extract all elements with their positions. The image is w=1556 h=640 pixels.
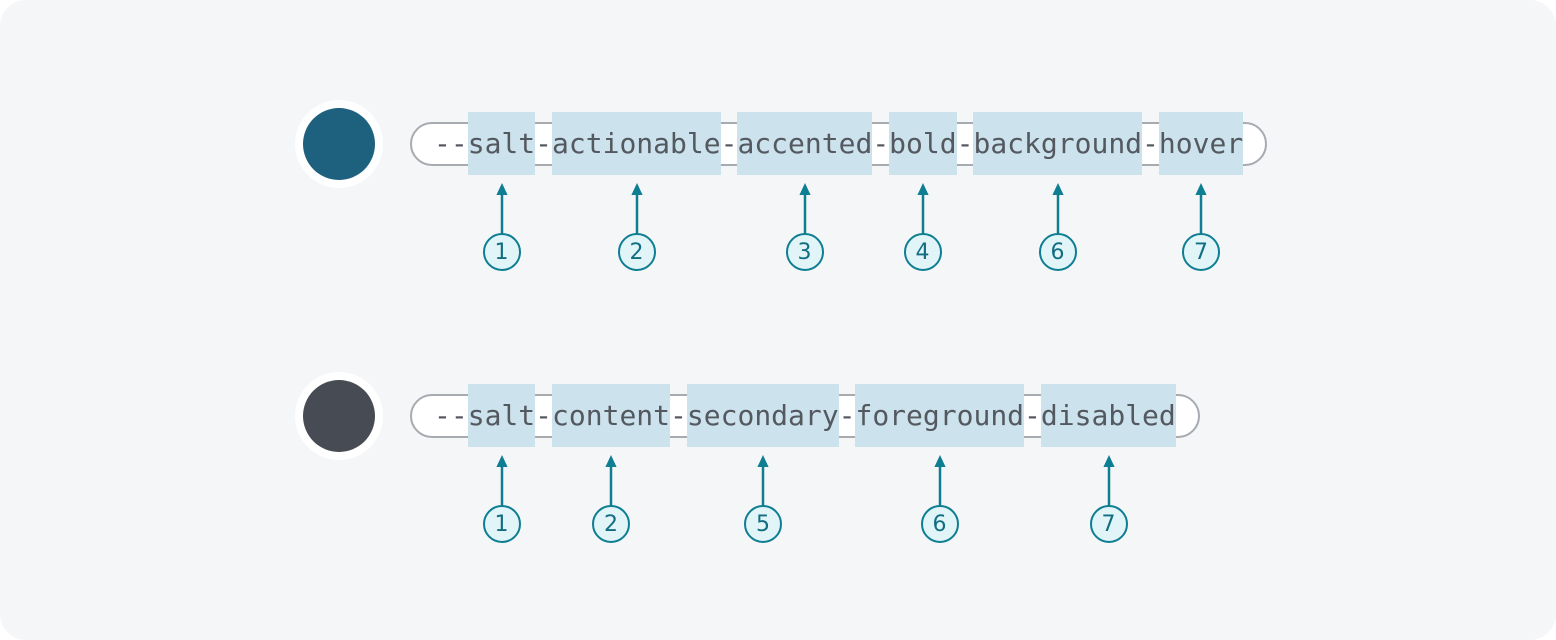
arrow-up-icon	[1051, 183, 1064, 234]
segment-number-badge: 6	[1038, 233, 1077, 271]
color-swatch	[295, 100, 383, 188]
color-swatch-fill	[303, 380, 375, 452]
segment-pointer: 7	[1089, 455, 1128, 543]
arrow-up-icon	[1102, 455, 1115, 506]
token-separator: -	[670, 399, 687, 432]
segment-pointer: 3	[785, 183, 824, 271]
segment-number-badge: 4	[903, 233, 942, 271]
segment-number-badge: 6	[920, 505, 959, 543]
token-pill-area: --salt-content-secondary-foreground-disa…	[410, 384, 1200, 543]
segment-pointer: 2	[592, 455, 630, 543]
token-separator: -	[956, 127, 974, 160]
segment-number-badge: 7	[1182, 233, 1220, 271]
token-segment-highlight: bold	[889, 112, 957, 175]
segment-pointer: 7	[1182, 183, 1220, 271]
color-swatch	[295, 372, 383, 460]
token-pill: --salt-content-secondary-foreground-disa…	[410, 384, 1200, 447]
token-separator: --	[434, 399, 468, 432]
segment-number-badge: 1	[482, 233, 521, 271]
arrow-up-icon	[798, 183, 811, 234]
segment-number-badge: 3	[785, 233, 824, 271]
color-swatch-fill	[303, 108, 375, 180]
token-segment-highlight: salt	[467, 112, 536, 175]
token-segment-highlight: disabled	[1040, 384, 1176, 447]
arrow-up-icon	[630, 183, 643, 234]
token-separator: -	[838, 399, 856, 432]
token-segment-highlight: content	[552, 384, 671, 447]
arrow-up-icon	[605, 455, 617, 506]
arrow-up-icon	[495, 455, 508, 506]
token-separator: --	[434, 127, 468, 160]
token-segment-highlight: hover	[1158, 112, 1244, 175]
segment-pointer: 6	[920, 455, 959, 543]
segment-number-badge: 2	[592, 505, 630, 543]
segment-pointer: 2	[617, 183, 656, 271]
segment-number-badge: 7	[1089, 505, 1128, 543]
token-separator: -	[1024, 399, 1041, 432]
segment-pointer: 6	[1038, 183, 1077, 271]
token-segment-highlight: salt	[467, 384, 536, 447]
token-segment-highlight: secondary	[686, 384, 839, 447]
arrow-up-icon	[757, 455, 769, 506]
arrow-up-icon	[916, 183, 929, 234]
segment-number-badge: 5	[744, 505, 782, 543]
token-segment-highlight: actionable	[552, 112, 721, 175]
segment-pointer: 1	[482, 183, 521, 271]
segment-pointer: 1	[482, 455, 521, 543]
arrow-up-icon	[495, 183, 508, 234]
segment-number-badge: 2	[617, 233, 656, 271]
token-separator: -	[1142, 127, 1159, 160]
token-separator: -	[720, 127, 738, 160]
token-separator: -	[872, 127, 890, 160]
segment-pointer: 4	[903, 183, 942, 271]
token-pill-area: --salt-actionable-accented-bold-backgrou…	[410, 112, 1268, 271]
token-pill: --salt-actionable-accented-bold-backgrou…	[410, 112, 1268, 175]
segment-number-badge: 1	[482, 505, 521, 543]
token-separator: -	[535, 399, 553, 432]
arrow-up-icon	[933, 455, 946, 506]
token-segment-highlight: background	[973, 112, 1143, 175]
token-segment-highlight: foreground	[855, 384, 1025, 447]
arrow-up-icon	[1195, 183, 1207, 234]
token-separator: -	[535, 127, 553, 160]
token-segment-highlight: accented	[737, 112, 873, 175]
segment-pointer: 5	[744, 455, 782, 543]
